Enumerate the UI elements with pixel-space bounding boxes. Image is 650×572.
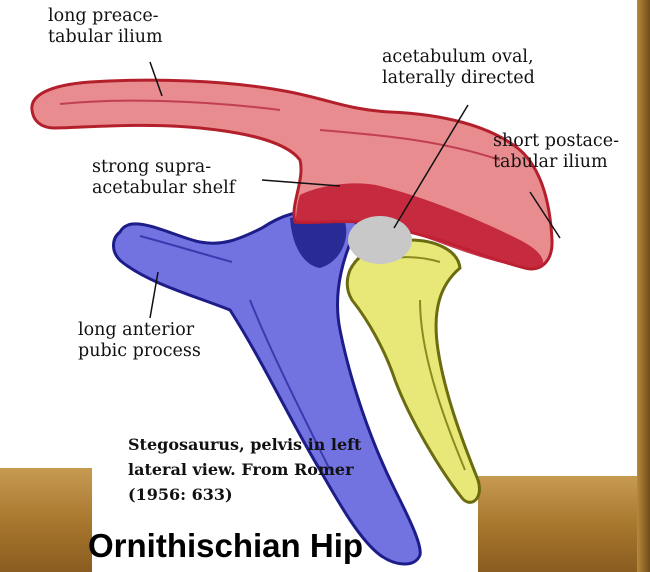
wood-frame-right [637, 0, 650, 572]
label-line: long anterior [78, 320, 201, 341]
label-postacetabular-ilium: short postace- tabular ilium [493, 131, 619, 173]
caption-line: (1956: 633) [128, 482, 428, 507]
label-line: strong supra- [92, 157, 235, 178]
label-supra-acetabular-shelf: strong supra- acetabular shelf [92, 157, 235, 199]
label-line: short postace- [493, 131, 619, 152]
label-acetabulum: acetabulum oval, laterally directed [382, 47, 535, 89]
label-line: tabular ilium [48, 27, 163, 48]
figure-caption: Stegosaurus, pelvis in left lateral view… [128, 432, 428, 507]
label-line: pubic process [78, 341, 201, 362]
acetabulum-oval [348, 216, 412, 264]
caption-line: Stegosaurus, pelvis in left [128, 432, 428, 457]
slide-title: Ornithischian Hip [88, 527, 363, 565]
label-line: acetabular shelf [92, 178, 235, 199]
label-pubic-process: long anterior pubic process [78, 320, 201, 362]
label-line: long preace- [48, 6, 163, 27]
label-preacetabular-ilium: long preace- tabular ilium [48, 6, 163, 48]
label-line: tabular ilium [493, 152, 619, 173]
label-line: laterally directed [382, 68, 535, 89]
caption-line: lateral view. From Romer [128, 457, 428, 482]
label-line: acetabulum oval, [382, 47, 535, 68]
